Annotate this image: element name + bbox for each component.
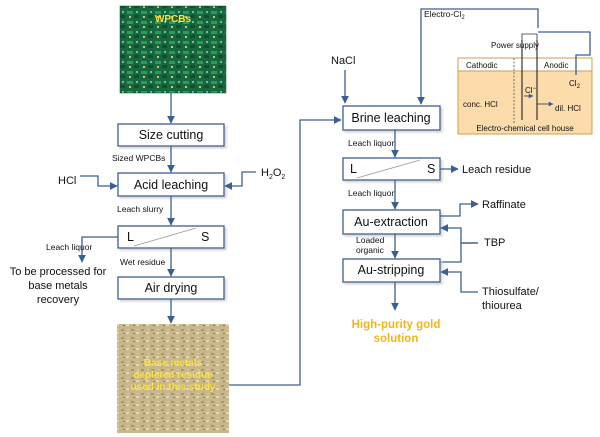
conc-hcl-label: conc. HCl [463, 100, 498, 109]
electro-cl2-label: Electro-Cl2 [424, 9, 465, 21]
nacl-label: NaCl [331, 55, 355, 67]
arrow-electro-cl2-to-brine [417, 8, 539, 105]
cathodic-label: Cathodic [466, 61, 498, 70]
power-supply-label: Power supply [491, 41, 539, 50]
sized-wpcbs-label: Sized WPCBs [112, 153, 165, 163]
au-extraction-box [342, 209, 441, 235]
au-stripping-box [342, 258, 441, 283]
residue-label-2: depleted residue [133, 370, 213, 381]
thiourea-label: thiourea [482, 300, 523, 312]
separator-left-liquid: L [127, 230, 134, 244]
au-extraction-label: Au-extraction [354, 215, 428, 229]
cl-minus-label: Cl− [525, 86, 537, 95]
hcl-label: HCl [58, 175, 76, 187]
arrow-hcl-input [80, 175, 118, 190]
tbp-label: TBP [484, 237, 505, 249]
size-cutting-label: Size cutting [139, 128, 204, 142]
loaded-organic-label-2: organic [356, 245, 385, 255]
residue-label-1: Base metals [144, 358, 203, 369]
arrow-leach-liquor-out [78, 236, 118, 263]
wet-residue-label: Wet residue [120, 257, 165, 267]
brine-leaching-box [342, 105, 441, 131]
solid-liquid-separator-right [342, 157, 441, 181]
separator-right-liquid: L [350, 162, 357, 176]
base-metals-note-1: To be processed for [10, 266, 107, 278]
leach-slurry-label: Leach slurry [117, 204, 164, 214]
arrow-raffinate-out [440, 200, 479, 217]
leach-liquor-label-1: Leach liquor [348, 138, 394, 148]
thiosulfate-label: Thiosulfate/ [482, 286, 540, 298]
leach-liquor-label: Leach liquor [46, 242, 92, 252]
cl2-cell-label: Cl2 [569, 79, 581, 90]
anodic-label: Anodic [544, 61, 568, 70]
arrow-h2o2-input [224, 171, 256, 190]
product-label-1: High-purity gold [352, 319, 441, 331]
separator-left-solid: S [201, 230, 209, 244]
h2o2-label: H2O2 [261, 167, 285, 181]
raffinate-label: Raffinate [482, 199, 526, 211]
wpcb-photo-label: WPCBs [155, 14, 192, 25]
au-stripping-label: Au-stripping [358, 263, 425, 277]
arrow-thiosulfate-input [440, 268, 478, 293]
product-label-2: solution [374, 333, 419, 345]
acid-leaching-label: Acid leaching [134, 178, 208, 192]
arrow-tbp-to-extraction [440, 224, 478, 244]
leach-liquor-label-2: Leach liquor [348, 188, 394, 198]
brine-leaching-label: Brine leaching [351, 111, 430, 125]
residue-label-3: used in this study [130, 382, 215, 393]
residue-photo: Base metals depleted residue used in thi… [117, 324, 229, 433]
base-metals-note-3: recovery [37, 294, 80, 306]
leach-residue-label: Leach residue [462, 164, 531, 176]
cl2-return-line [538, 31, 591, 75]
cell-house-caption: Electro-chemical cell house [476, 124, 574, 133]
separator-right-solid: S [427, 162, 435, 176]
air-drying-label: Air drying [145, 281, 198, 295]
base-metals-note-2: base metals [28, 280, 88, 292]
wpcb-photo: WPCBs [119, 5, 227, 94]
arrow-residue-to-brine-leaching [229, 116, 342, 386]
dil-hcl-label: dil. HCl [555, 104, 581, 113]
electrochemical-cell [457, 31, 593, 135]
loaded-organic-label-1: Loaded [356, 235, 385, 245]
arrow-tbp-from-stripping [441, 242, 478, 263]
